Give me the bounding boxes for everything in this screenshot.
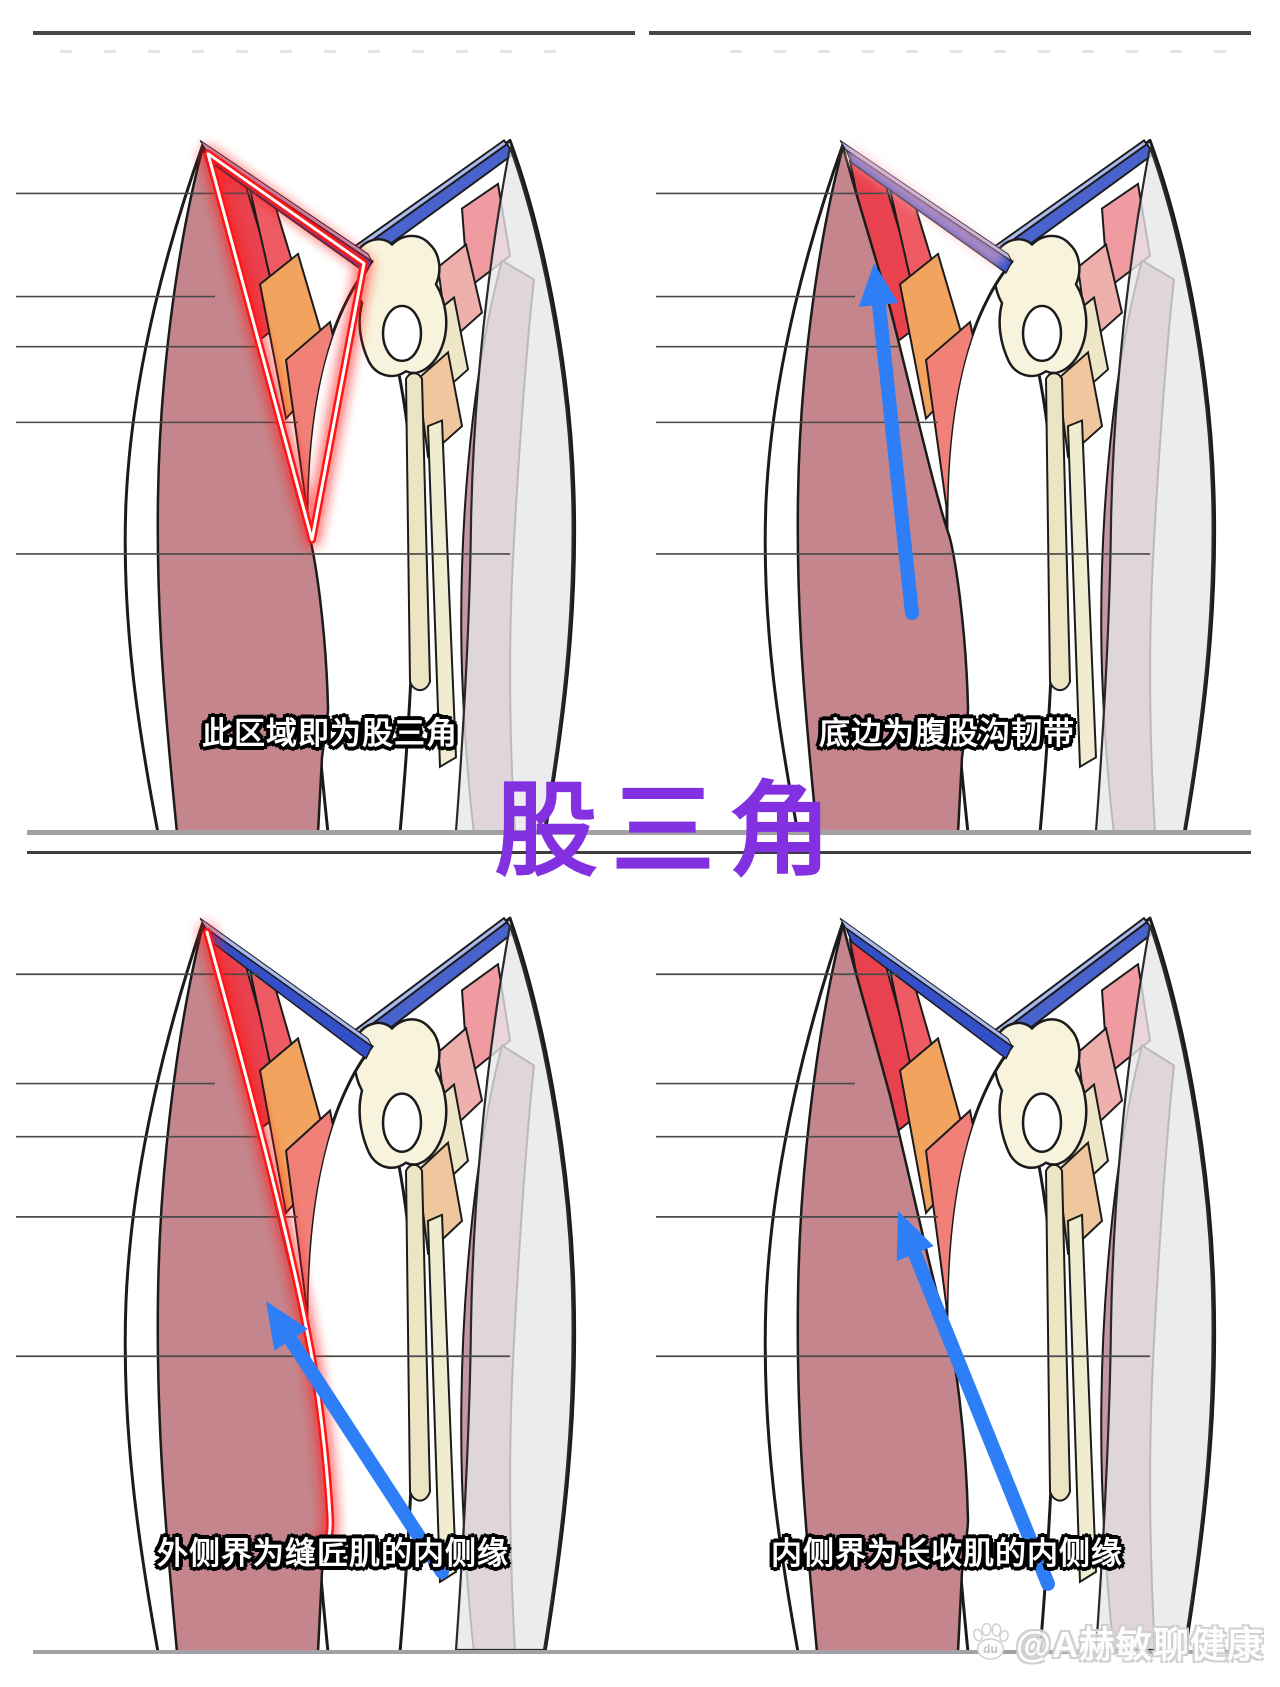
divider-top-left — [33, 31, 635, 35]
divider-middle-dark — [27, 851, 1251, 854]
divider-top-right — [649, 31, 1251, 35]
panel-bottom-left — [10, 870, 620, 1652]
inguinal-ligament-pink-glow — [843, 146, 1007, 267]
faint-tick-row-right — [730, 50, 1250, 53]
blue-arrow-to-sartorius — [266, 1301, 449, 1579]
divider-middle-gray — [27, 830, 1251, 835]
caption-top-right: 底边为腹股沟韧带 — [819, 716, 1075, 751]
femoral-triangle-red-outline — [199, 145, 373, 549]
watermark-handle: @A赫敏聊健康 — [1015, 1624, 1264, 1665]
caption-top-left: 此区域即为股三角 — [202, 716, 458, 751]
divider-bottom — [33, 1650, 1251, 1654]
caption-bottom-right: 内侧界为长收肌的内侧缘 — [771, 1536, 1123, 1571]
panel-bottom-right — [650, 870, 1260, 1652]
main-title: 股三角 — [494, 773, 846, 888]
panel-top-left — [10, 95, 620, 833]
red-outline-sartorius-medial-border — [198, 923, 340, 1553]
baidu-paw-icon: du — [972, 1623, 1009, 1660]
panel-top-right — [650, 95, 1260, 833]
caption-bottom-left: 外侧界为缝匠肌的内侧缘 — [157, 1536, 509, 1571]
blue-arrow-to-inguinal-ligament — [858, 263, 919, 621]
svg-text:du: du — [983, 1642, 998, 1656]
watermark: du @A赫敏聊健康 — [970, 1616, 1264, 1668]
blue-arrow-to-adductor-longus — [896, 1210, 1055, 1591]
faint-tick-row-left — [60, 50, 580, 53]
